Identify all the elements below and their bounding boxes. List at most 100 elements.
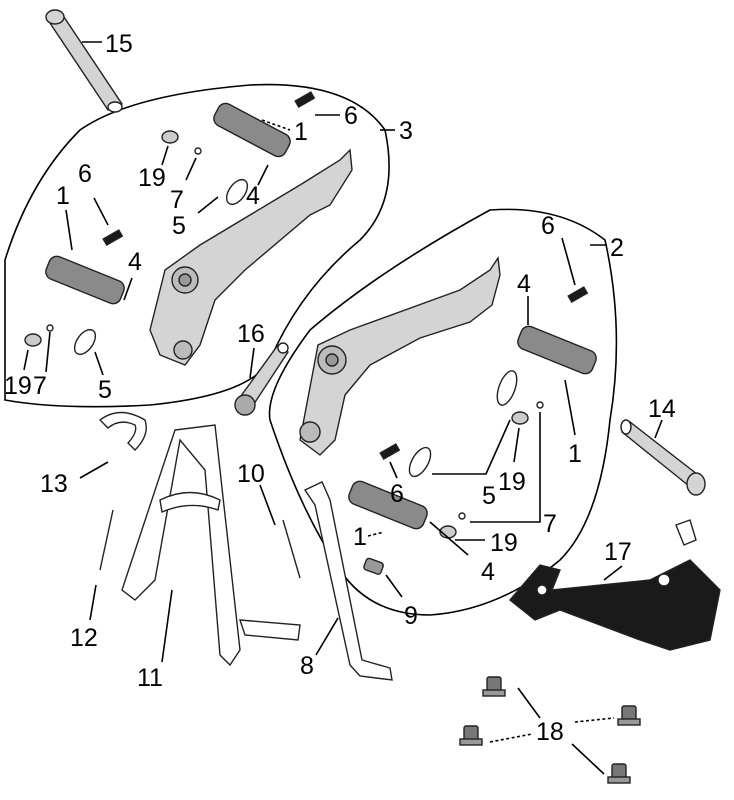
main-stand-part-11 <box>121 424 301 667</box>
leader-7b <box>45 331 51 373</box>
callout-6b: 6 <box>78 160 92 188</box>
leader-19b <box>23 349 29 371</box>
o-ring-rear-lower <box>73 328 97 356</box>
clip-front-upper <box>536 401 544 409</box>
o-ring-front-upper <box>496 370 518 406</box>
callout-1d: 1 <box>353 523 367 551</box>
leader-6d <box>389 461 398 479</box>
callout-4b: 4 <box>128 248 142 276</box>
callout-19b: 19 <box>4 372 32 400</box>
spring-part-12 <box>99 509 114 571</box>
leader-14 <box>654 419 663 439</box>
leader-18c <box>574 717 615 723</box>
callout-1a: 1 <box>294 118 308 146</box>
callout-3: 3 <box>399 117 413 145</box>
rear-footrest-group-outline <box>4 83 390 408</box>
leader-1b <box>65 209 73 251</box>
leader-4d <box>429 521 469 556</box>
flange-bolt-part-18b <box>459 725 483 746</box>
leader-7c <box>470 412 541 523</box>
side-stand-part-8 <box>303 481 393 681</box>
footpeg-rubber-rear-upper <box>213 102 291 158</box>
leader-9 <box>385 574 403 598</box>
callout-4c: 4 <box>517 270 531 298</box>
spring-part-10 <box>282 519 301 579</box>
flange-bolt-part-18a <box>482 676 506 697</box>
callout-4d: 4 <box>481 558 495 586</box>
leader-18b <box>489 733 533 743</box>
front-footrest-group-outline <box>268 208 618 616</box>
callout-8: 8 <box>300 652 314 680</box>
callout-6c: 6 <box>541 212 555 240</box>
leader-10 <box>259 484 276 526</box>
callout-14: 14 <box>648 395 676 423</box>
leader-1c <box>564 379 576 436</box>
linkage-part-16 <box>234 342 289 416</box>
leader-6b <box>93 197 109 226</box>
clip-rear-lower <box>46 324 54 332</box>
leader-17 <box>603 565 623 581</box>
leader-12 <box>89 584 97 621</box>
callout-1c: 1 <box>568 440 582 468</box>
leader-1a <box>261 119 291 131</box>
leader-4b <box>123 277 133 301</box>
o-ring-rear-upper <box>225 178 249 206</box>
callout-6a: 6 <box>344 102 358 130</box>
callout-2: 2 <box>610 234 624 262</box>
callout-5c: 5 <box>482 482 496 510</box>
callout-9: 9 <box>404 602 418 630</box>
rear-bracket-part-3 <box>149 148 353 366</box>
washer-front-upper <box>511 411 529 425</box>
leader-18d <box>571 743 605 775</box>
pin-part-14 <box>620 419 706 496</box>
washer-rear-lower <box>24 333 42 347</box>
leader-5b <box>94 351 104 376</box>
callout-7c: 7 <box>543 510 557 538</box>
leader-6c <box>561 237 576 286</box>
callout-19c: 19 <box>498 468 526 496</box>
callout-15: 15 <box>105 30 133 58</box>
leader-19c <box>513 427 520 463</box>
bolt-front-lower <box>379 443 401 461</box>
flange-bolt-part-18d <box>607 763 631 784</box>
bolt-rear-left <box>102 229 124 247</box>
callout-11: 11 <box>137 664 163 692</box>
callout-17: 17 <box>604 538 632 566</box>
leader-4a <box>257 164 269 186</box>
footpeg-rubber-rear-lower <box>45 255 125 305</box>
callout-10: 10 <box>237 460 265 488</box>
leader-11 <box>161 589 173 663</box>
clip-rear-upper <box>194 147 202 155</box>
callout-4a: 4 <box>246 182 260 210</box>
bushing-part-9 <box>363 557 384 575</box>
callout-19d: 19 <box>490 529 518 557</box>
callout-6d: 6 <box>390 480 404 508</box>
o-ring-front-lower <box>408 446 432 478</box>
bolt-front-upper <box>567 286 589 304</box>
callout-5b: 5 <box>98 376 112 404</box>
leader-19a <box>161 145 169 166</box>
footpeg-rubber-front-lower <box>348 480 428 530</box>
leader-5c <box>432 419 511 475</box>
callout-16: 16 <box>237 320 265 348</box>
clip-front-lower <box>458 512 466 520</box>
front-bracket-part-2 <box>299 256 501 456</box>
callout-13: 13 <box>40 470 68 498</box>
bolt-rear-upper <box>294 91 316 109</box>
callout-19a: 19 <box>138 164 166 192</box>
footpeg-rubber-front-upper <box>517 325 597 375</box>
callout-18: 18 <box>536 718 564 746</box>
callout-7a: 7 <box>170 186 184 214</box>
leader-1d <box>367 531 385 537</box>
pin-part-15 <box>45 9 124 113</box>
hook-part-13 <box>98 411 147 451</box>
washer-rear-upper <box>161 130 179 144</box>
leader-7a <box>185 157 197 181</box>
leader-8 <box>315 617 339 656</box>
callout-12: 12 <box>70 624 98 652</box>
leader-5a <box>197 196 219 214</box>
callout-1b: 1 <box>56 182 70 210</box>
leader-16 <box>249 347 255 379</box>
callout-5a: 5 <box>172 212 186 240</box>
